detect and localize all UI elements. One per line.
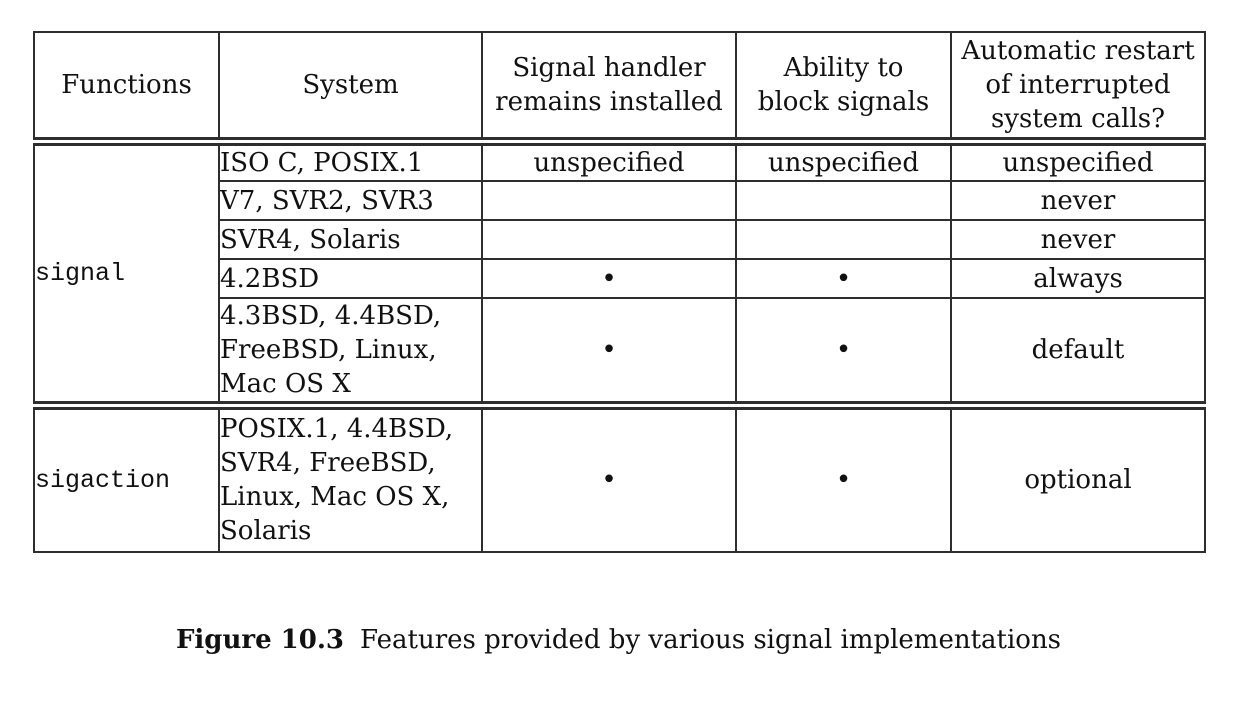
figure-caption-text: Features provided by various signal impl… (360, 625, 1062, 655)
table-row: signal ISO C, POSIX.1 unspecified unspec… (33, 140, 1206, 407)
table-row: sigaction POSIX.1, 4.4BSD, SVR4, FreeBSD… (33, 404, 1206, 553)
function-name-sigaction: sigaction (33, 404, 220, 553)
figure-caption: Figure 10.3 Features provided by various … (33, 625, 1204, 655)
cell-block-signals (735, 219, 952, 260)
cell-block-signals: unspecified (735, 140, 952, 182)
col-header-system: System (218, 31, 483, 146)
cell-auto-restart: optional (950, 404, 1206, 553)
function-name-signal: signal (33, 140, 220, 407)
cell-handler-remains-bullet: • (481, 404, 737, 553)
cell-auto-restart: never (950, 180, 1206, 221)
table-row: SVR4, Solaris never (34, 219, 1206, 260)
table-row: 4.3BSD, 4.4BSD, FreeBSD, Linux, Mac OS X… (34, 297, 1206, 407)
cell-block-signals (735, 180, 952, 221)
cell-handler-remains (481, 180, 737, 221)
table-header: Functions System Signal handler remains … (33, 31, 1206, 146)
header-row: Functions System Signal handler remains … (33, 31, 1206, 146)
cell-system: 4.2BSD (218, 258, 483, 299)
cell-handler-remains-bullet: • (481, 297, 737, 407)
signal-group: signal ISO C, POSIX.1 unspecified unspec… (33, 140, 1206, 407)
cell-handler-remains-bullet: • (481, 258, 737, 299)
cell-block-signals-bullet: • (735, 404, 952, 553)
cell-system: SVR4, Solaris (218, 219, 483, 260)
col-header-functions: Functions (33, 31, 220, 146)
cell-system: V7, SVR2, SVR3 (218, 180, 483, 221)
signal-features-table: Functions System Signal handler remains … (33, 31, 1206, 553)
cell-system: POSIX.1, 4.4BSD, SVR4, FreeBSD, Linux, M… (218, 404, 483, 553)
table-row: 4.2BSD • • always (34, 258, 1206, 299)
cell-handler-remains (481, 219, 737, 260)
cell-system: 4.3BSD, 4.4BSD, FreeBSD, Linux, Mac OS X (218, 297, 483, 407)
col-header-handler-remains: Signal handler remains installed (481, 31, 737, 146)
col-header-auto-restart: Automatic restart of interrupted system … (950, 31, 1206, 146)
col-header-block-signals: Ability to block signals (735, 31, 952, 146)
cell-auto-restart: unspecified (950, 140, 1206, 182)
cell-system: ISO C, POSIX.1 (218, 140, 483, 182)
cell-block-signals-bullet: • (735, 258, 952, 299)
cell-auto-restart: never (950, 219, 1206, 260)
table-row: V7, SVR2, SVR3 never (34, 180, 1206, 221)
cell-block-signals-bullet: • (735, 297, 952, 407)
cell-auto-restart: always (950, 258, 1206, 299)
figure-caption-label: Figure 10.3 (175, 625, 345, 655)
cell-auto-restart: default (950, 297, 1206, 407)
cell-handler-remains: unspecified (481, 140, 737, 182)
sigaction-group: sigaction POSIX.1, 4.4BSD, SVR4, FreeBSD… (33, 404, 1206, 553)
